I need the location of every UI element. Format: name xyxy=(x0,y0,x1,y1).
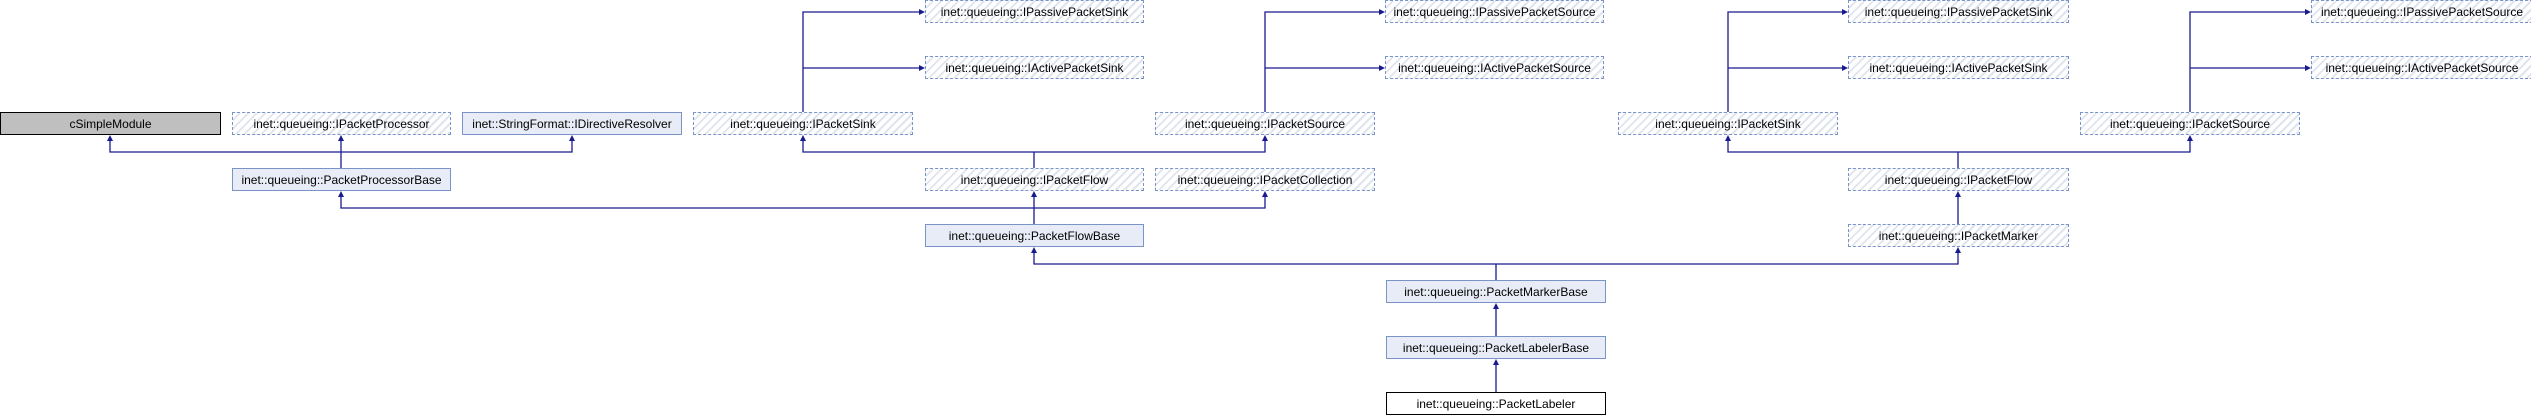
edge-ipacketsource2-parents xyxy=(2189,11,2307,112)
node-label: inet::queueing::IPacketSource xyxy=(1184,116,1346,131)
arrowhead-icon xyxy=(338,191,344,197)
node-iactivepacketsink[interactable]: inet::queueing::IActivePacketSink xyxy=(925,56,1144,79)
edge-ipacketsource1-parents xyxy=(1264,11,1381,112)
edge-bus-packetmarkerbase xyxy=(1033,250,1959,265)
node-packetlabeler: inet::queueing::PacketLabeler xyxy=(1386,392,1606,415)
node-packetflowbase[interactable]: inet::queueing::PacketFlowBase xyxy=(925,224,1144,247)
node-ipassivepacketsource-2[interactable]: inet::queueing::IPassivePacketSource xyxy=(2311,0,2531,23)
edge-ipacketsink1-parents xyxy=(802,11,921,112)
node-packetlabelerbase[interactable]: inet::queueing::PacketLabelerBase xyxy=(1386,336,1606,359)
edge-bus-ipacketflow2 xyxy=(1727,138,2191,153)
arrowhead-icon xyxy=(919,9,925,15)
node-label: inet::queueing::IActivePacketSource xyxy=(2325,60,2519,75)
arrowhead-icon xyxy=(1031,247,1037,253)
arrowhead-icon xyxy=(800,135,806,141)
edge-bus-packetflowbase xyxy=(340,194,1266,209)
node-label: inet::queueing::IPacketProcessor xyxy=(253,116,430,131)
node-ipacketsink[interactable]: inet::queueing::IPacketSink xyxy=(693,112,913,135)
node-ipacketcollection[interactable]: inet::queueing::IPacketCollection xyxy=(1155,168,1375,191)
node-label: inet::queueing::IPacketSource xyxy=(2109,116,2271,131)
node-iactivepacketsource[interactable]: inet::queueing::IActivePacketSource xyxy=(1385,56,1604,79)
node-label: inet::queueing::IPacketCollection xyxy=(1177,172,1353,187)
arrowhead-icon xyxy=(1842,65,1848,71)
arrowhead-icon xyxy=(107,135,113,141)
node-iactivepacketsink-2[interactable]: inet::queueing::IActivePacketSink xyxy=(1848,56,2069,79)
node-ipacketsource-2[interactable]: inet::queueing::IPacketSource xyxy=(2080,112,2300,135)
node-label: inet::queueing::IPassivePacketSource xyxy=(1393,4,1596,19)
node-ipacketflow[interactable]: inet::queueing::IPacketFlow xyxy=(925,168,1144,191)
node-label: inet::queueing::PacketFlowBase xyxy=(948,228,1121,243)
node-label: inet::queueing::IPassivePacketSource xyxy=(2320,4,2524,19)
node-label: inet::queueing::PacketProcessorBase xyxy=(241,172,442,187)
node-label: inet::queueing::IActivePacketSource xyxy=(1398,60,1591,75)
arrowhead-icon xyxy=(1262,191,1268,197)
node-label: inet::queueing::PacketLabelerBase xyxy=(1402,340,1590,355)
arrowhead-icon xyxy=(1493,303,1499,309)
arrowhead-icon xyxy=(1955,191,1961,197)
node-packetprocessorbase[interactable]: inet::queueing::PacketProcessorBase xyxy=(232,168,451,191)
node-label: inet::queueing::IPassivePacketSink xyxy=(1864,4,2053,19)
node-ipacketsource[interactable]: inet::queueing::IPacketSource xyxy=(1155,112,1375,135)
arrowhead-icon xyxy=(1842,9,1848,15)
node-ipacketprocessor[interactable]: inet::queueing::IPacketProcessor xyxy=(232,112,451,135)
node-label: inet::queueing::IPassivePacketSink xyxy=(940,4,1129,19)
node-ipassivepacketsink-2[interactable]: inet::queueing::IPassivePacketSink xyxy=(1848,0,2069,23)
node-label: cSimpleModule xyxy=(69,116,152,131)
node-ipacketmarker[interactable]: inet::queueing::IPacketMarker xyxy=(1848,224,2069,247)
arrowhead-icon xyxy=(1031,191,1037,197)
node-label: inet::queueing::IPacketFlow xyxy=(1884,172,2033,187)
arrowhead-icon xyxy=(1379,65,1385,71)
arrowhead-icon xyxy=(1379,9,1385,15)
node-ipassivepacketsource[interactable]: inet::queueing::IPassivePacketSource xyxy=(1385,0,1604,23)
arrowhead-icon xyxy=(919,65,925,71)
node-ipacketflow-2[interactable]: inet::queueing::IPacketFlow xyxy=(1848,168,2069,191)
arrowhead-icon xyxy=(2187,135,2193,141)
arrowhead-icon xyxy=(1493,359,1499,365)
edge-bus-ipacketflow1 xyxy=(802,138,1266,153)
node-idirectiveresolver[interactable]: inet::StringFormat::IDirectiveResolver xyxy=(462,112,682,135)
node-label: inet::queueing::IActivePacketSink xyxy=(945,60,1124,75)
arrowhead-icon xyxy=(2305,9,2311,15)
node-packetmarkerbase[interactable]: inet::queueing::PacketMarkerBase xyxy=(1386,280,1606,303)
arrowhead-icon xyxy=(1955,247,1961,253)
node-label: inet::StringFormat::IDirectiveResolver xyxy=(472,116,672,131)
node-csimplemodule[interactable]: cSimpleModule xyxy=(0,112,221,135)
arrowhead-icon xyxy=(569,135,575,141)
arrowhead-icon xyxy=(2305,65,2311,71)
arrowhead-icon xyxy=(1262,135,1268,141)
node-label: inet::queueing::PacketMarkerBase xyxy=(1404,284,1588,299)
node-label: inet::queueing::IActivePacketSink xyxy=(1869,60,2048,75)
arrowhead-icon xyxy=(338,135,344,141)
node-ipacketsink-2[interactable]: inet::queueing::IPacketSink xyxy=(1618,112,1838,135)
edge-ipacketsink2-parents xyxy=(1727,11,1844,112)
node-label: inet::queueing::IPacketMarker xyxy=(1878,228,2039,243)
node-label: inet::queueing::IPacketFlow xyxy=(960,172,1109,187)
arrowhead-icon xyxy=(1725,135,1731,141)
node-label: inet::queueing::PacketLabeler xyxy=(1416,396,1576,411)
node-label: inet::queueing::IPacketSink xyxy=(1655,116,1801,131)
node-ipassivepacketsink[interactable]: inet::queueing::IPassivePacketSink xyxy=(925,0,1144,23)
node-label: inet::queueing::IPacketSink xyxy=(730,116,876,131)
node-iactivepacketsource-2[interactable]: inet::queueing::IActivePacketSource xyxy=(2311,56,2531,79)
